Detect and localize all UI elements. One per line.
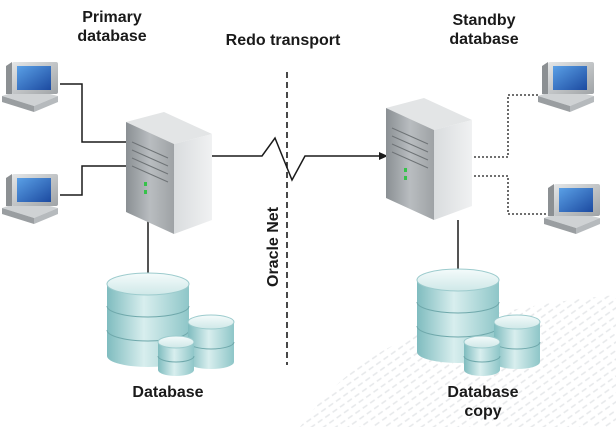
desktop-computer-icon: [2, 174, 58, 224]
redo-transport-arrowhead: [379, 152, 388, 160]
oracle-net-label: Oracle Net: [265, 206, 282, 287]
database-copy-cylinder-icon: [416, 268, 541, 376]
redo-transport-label: Redo transport: [225, 32, 341, 49]
database-copy-line1: Database: [447, 384, 519, 401]
database-cylinder-icon: [106, 272, 235, 376]
standby-label-line1: Standby: [452, 12, 516, 29]
redo-transport-line: [210, 136, 380, 182]
primary-database-label: Primary database: [62, 8, 162, 46]
primary-label-line2: database: [77, 28, 147, 45]
database-copy-line2: copy: [464, 403, 502, 420]
standby-server-icon: [386, 98, 472, 220]
database-copy-label: Database copy: [428, 383, 538, 421]
desktop-computer-icon: [538, 62, 594, 112]
database-label: Database: [132, 384, 204, 401]
primary-connectors: [60, 83, 149, 278]
desktop-computer-icon: [544, 184, 600, 234]
standby-label-line2: database: [449, 31, 519, 48]
standby-database-label: Standby database: [432, 11, 536, 49]
desktop-computer-icon: [2, 62, 58, 112]
primary-server-icon: [126, 112, 212, 234]
standby-connectors: [470, 94, 548, 215]
primary-label-line1: Primary: [82, 9, 142, 26]
